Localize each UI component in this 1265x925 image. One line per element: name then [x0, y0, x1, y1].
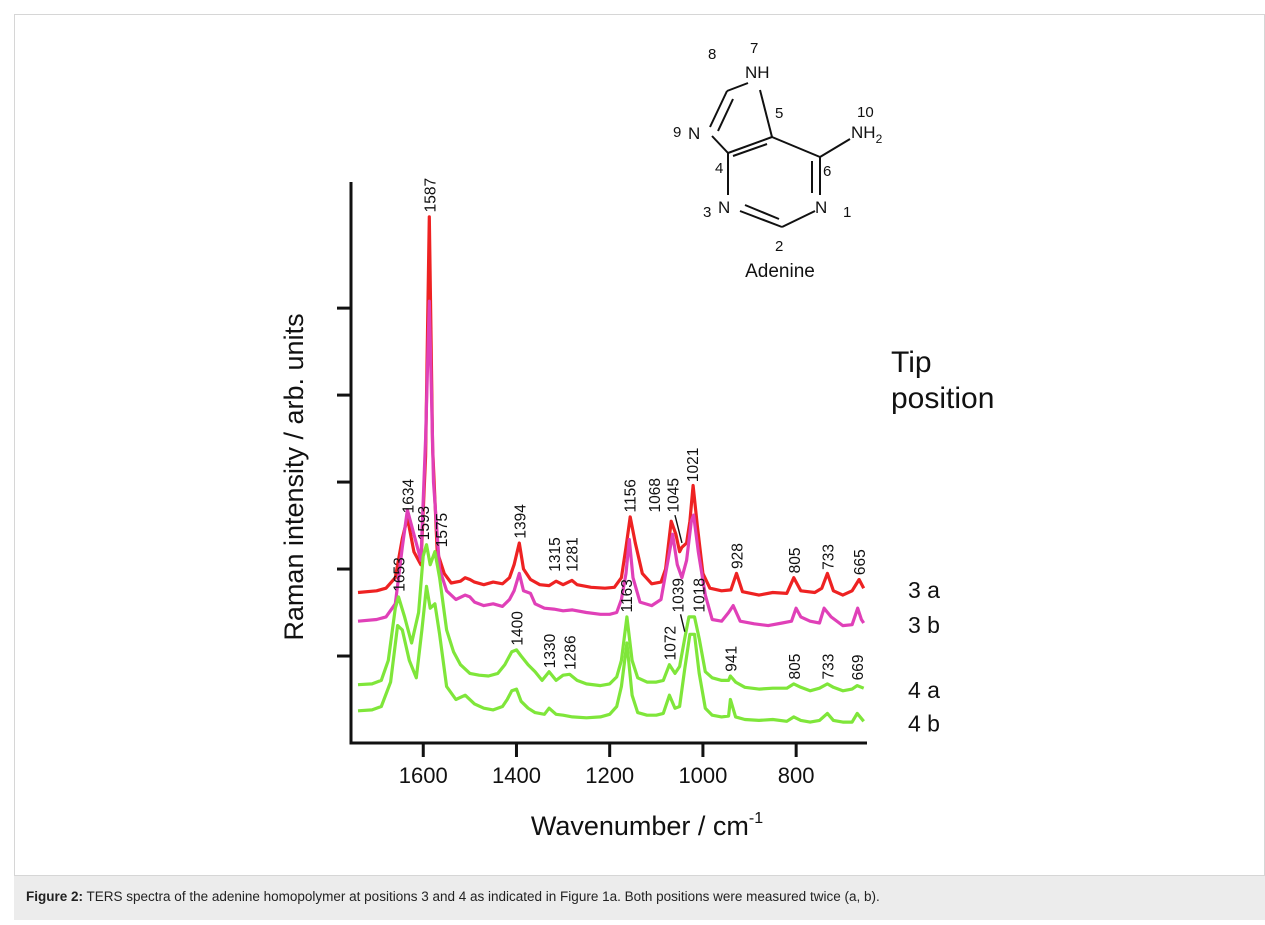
- peak-label: 1163: [619, 579, 636, 612]
- peak-label: 1587: [422, 178, 439, 212]
- x-axis-label: Wavenumber / cm-1: [531, 810, 763, 841]
- nh2-base: NH: [851, 123, 876, 142]
- peak-label: 1156: [622, 479, 639, 512]
- peak-label: 1281: [565, 537, 582, 571]
- x-tick-label: 1000: [678, 763, 727, 788]
- adenine-structure-diagram: 9 8 7 5 4 6 10 3 1 2 N NH N N NH2 Adenin…: [673, 40, 883, 282]
- x-tick-label: 1600: [399, 763, 448, 788]
- atom-label-7: 7: [750, 40, 758, 57]
- bond-c8-n7: [726, 82, 749, 92]
- atom-label-8: 8: [708, 46, 716, 63]
- peak-label: 1018: [691, 578, 708, 612]
- peak-label: 805: [787, 654, 804, 680]
- atom-nh2: NH2: [851, 123, 883, 146]
- peak-label: 1021: [685, 448, 702, 482]
- atom-n7: NH: [745, 63, 770, 82]
- bond-c2-n3-double: [744, 204, 780, 220]
- peak-label: 928: [730, 543, 747, 569]
- atom-n3: N: [718, 198, 730, 217]
- x-tick-label: 1400: [492, 763, 541, 788]
- bond-c2-n3: [739, 210, 783, 228]
- y-axis-label: Raman intensity / arb. units: [279, 313, 309, 640]
- bond-c4-n9: [711, 135, 729, 154]
- series-label: 4 b: [908, 710, 940, 736]
- nh2-sub: 2: [876, 132, 883, 146]
- peak-label: 1286: [563, 635, 580, 669]
- peak-label: 1653: [392, 557, 409, 591]
- plot-layer: 1600 1400 1200 1000 800 3 a 3 b 4 a 4 b 1634 1587 1…: [337, 178, 940, 788]
- x-tick-label: 1200: [585, 763, 634, 788]
- caption-label: Figure 2:: [26, 889, 84, 904]
- peak-leader-line: [674, 514, 683, 544]
- peak-label: 1045: [666, 478, 683, 512]
- series-label: 3 a: [908, 577, 940, 603]
- peak-label: 805: [787, 548, 804, 574]
- atom-label-10: 10: [857, 104, 874, 121]
- bond-n7-c5: [759, 89, 773, 138]
- peak-leader-line: [679, 614, 686, 632]
- atom-label-9: 9: [673, 124, 681, 141]
- peak-label: 1575: [434, 513, 451, 547]
- bond-c5-c6: [771, 136, 821, 158]
- peak-label: 1039: [670, 578, 687, 612]
- atom-n9: N: [688, 124, 700, 143]
- atom-n1: N: [815, 198, 827, 217]
- legend-title-line-1: Tip: [891, 346, 932, 379]
- x-tick-label: 800: [778, 763, 815, 788]
- peak-label: 1394: [512, 504, 529, 539]
- atom-label-6: 6: [823, 163, 831, 180]
- peak-label: 1068: [647, 478, 664, 512]
- series-label: 3 b: [908, 612, 940, 638]
- bond-c5-c4-double: [732, 143, 768, 157]
- atom-label-1: 1: [843, 204, 851, 221]
- peak-label: 1634: [400, 479, 417, 514]
- legend-title-line-2: position: [891, 382, 994, 415]
- peak-label: 733: [820, 544, 837, 570]
- caption-text: TERS spectra of the adenine homopolymer …: [86, 889, 880, 904]
- bond-n9-c8: [709, 90, 728, 128]
- atom-label-2: 2: [775, 238, 783, 255]
- series-line-4-a: [357, 543, 865, 693]
- bond-c5-c4: [727, 136, 773, 154]
- peak-label: 733: [820, 654, 837, 680]
- series-line-3-b: [357, 299, 866, 628]
- x-axis-label-sup: -1: [749, 810, 763, 827]
- atom-label-5: 5: [775, 105, 783, 122]
- x-axis-label-base: Wavenumber / cm: [531, 811, 749, 841]
- peak-label: 1330: [542, 633, 559, 668]
- peak-label: 1072: [662, 626, 679, 660]
- molecule-name: Adenine: [745, 261, 815, 282]
- bond-n1-c2: [781, 210, 816, 228]
- peak-label: 1593: [416, 506, 433, 540]
- atom-label-4: 4: [715, 160, 723, 177]
- peak-label: 1400: [510, 611, 527, 646]
- series-line-4-b: [357, 584, 865, 724]
- peak-label: 669: [850, 655, 867, 681]
- peak-label: 665: [852, 549, 869, 575]
- bond-c6-n10: [819, 138, 851, 158]
- bond-n9-c8-double: [717, 98, 734, 132]
- peak-label: 941: [723, 646, 740, 672]
- atom-label-3: 3: [703, 204, 711, 221]
- figure-caption: Figure 2: TERS spectra of the adenine ho…: [14, 876, 1265, 920]
- series-label: 4 a: [908, 677, 940, 703]
- peak-label: 1315: [547, 537, 564, 571]
